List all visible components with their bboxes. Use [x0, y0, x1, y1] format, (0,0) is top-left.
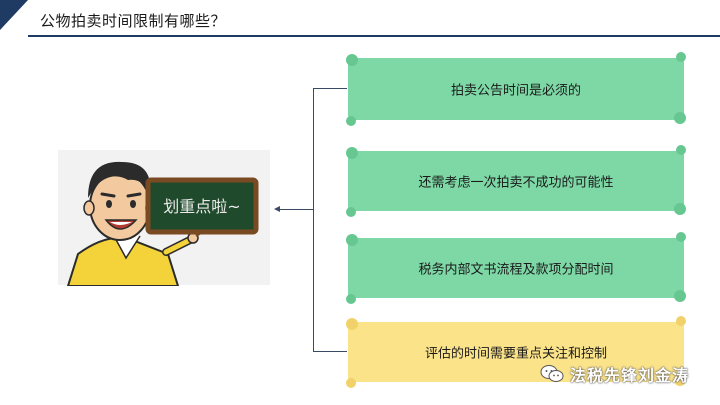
watermark-text: 法税先锋刘金涛 [570, 366, 690, 385]
slide-header: 公物拍卖时间限制有哪些？ [0, 0, 720, 40]
point-card-1: 拍卖公告时间是必须的 [346, 52, 686, 126]
point-card-3: 税务内部文书流程及款项分配时间 [346, 232, 686, 304]
slide-title: 公物拍卖时间限制有哪些？ [40, 12, 227, 30]
connector-branch-1 [313, 88, 347, 89]
connector-arrowhead [274, 206, 280, 212]
watermark: 法税先锋刘金涛 [540, 362, 689, 386]
point-label-1: 拍卖公告时间是必须的 [450, 83, 581, 99]
connector-branch-4 [313, 351, 347, 352]
blackboard-text: 划重点啦~ [163, 197, 240, 216]
point-label-2: 还需考虑一次拍卖不成功的可能性 [418, 175, 614, 191]
connector-bracket [313, 88, 314, 351]
connector-arrow-line [278, 209, 314, 210]
point-label-4: 评估的时间需要重点关注和控制 [424, 346, 607, 362]
point-label-3: 税务内部文书流程及款项分配时间 [418, 262, 614, 278]
header-underline [28, 35, 720, 37]
header-triangle [0, 0, 28, 30]
point-card-4: 评估的时间需要重点关注和控制 [346, 316, 686, 388]
teacher-illustration: 划重点啦~ [66, 161, 259, 286]
point-card-2: 还需考虑一次拍卖不成功的可能性 [346, 145, 686, 217]
wechat-icon [540, 365, 564, 382]
